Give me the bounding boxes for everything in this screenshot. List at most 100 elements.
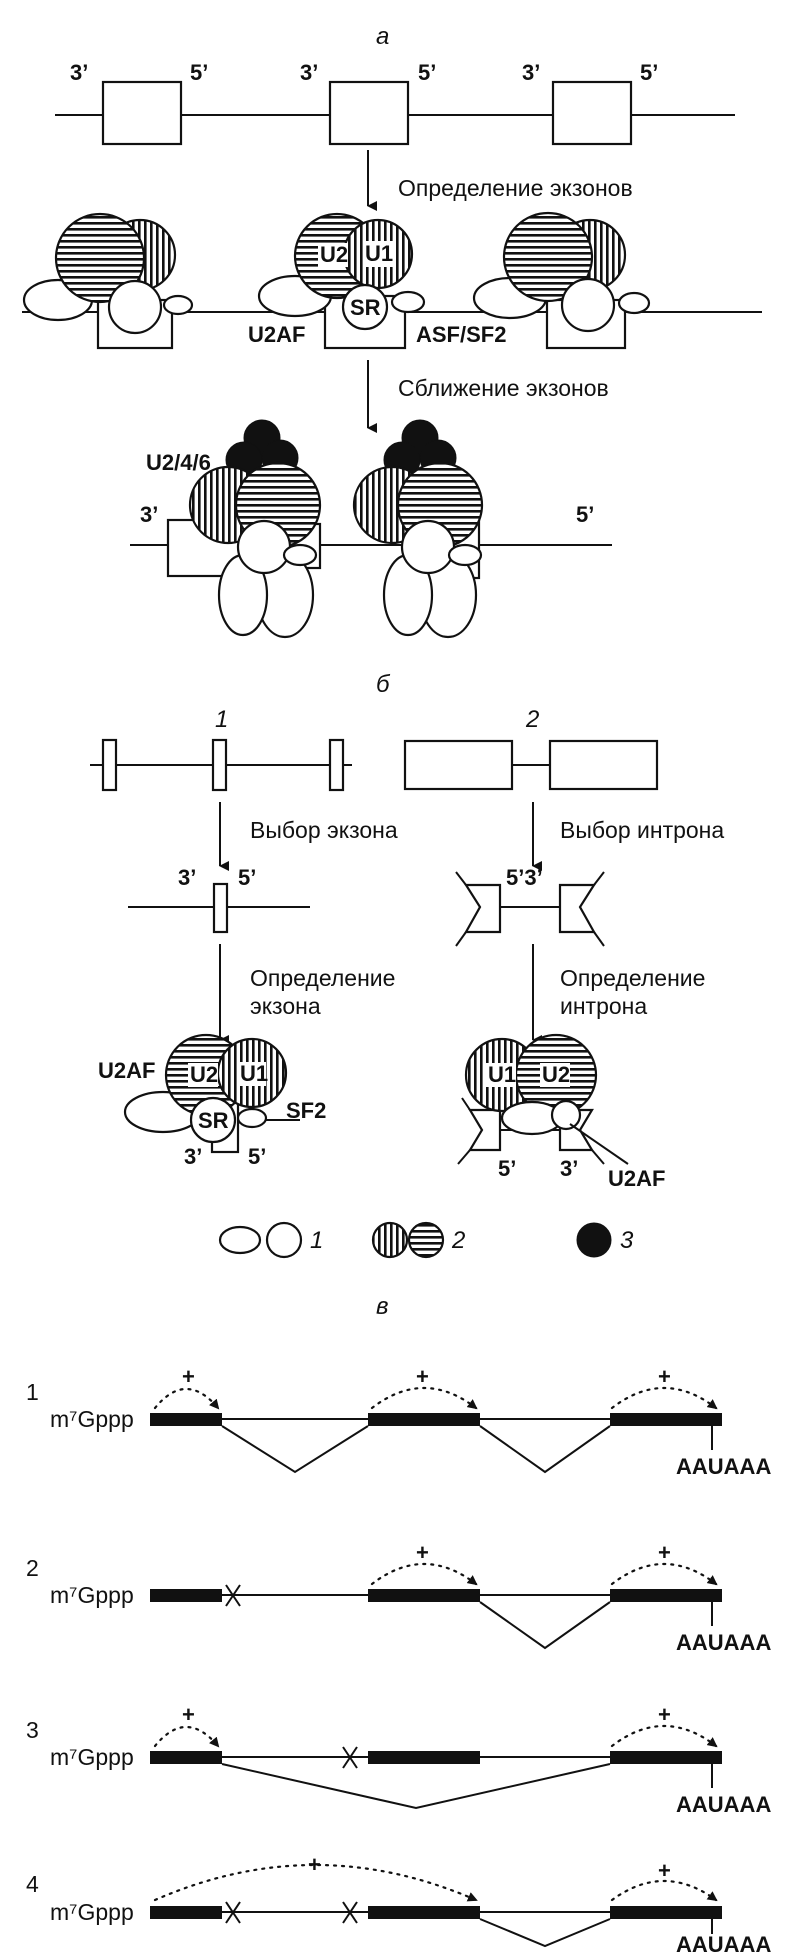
u2af-label: U2AF [248,322,305,347]
end-5-label: 5’ [640,60,658,85]
plus-sign: + [182,1364,195,1389]
polya-signal-label: AAUAAA [676,1454,771,1479]
polya-signal-label: AAUAAA [676,1630,771,1655]
legend-2-label: 2 [451,1227,465,1254]
blocked-site-x [225,1584,241,1607]
u2-label: U2 [542,1062,570,1087]
legend-black-circle [576,1222,612,1258]
end-3-label: 3’ [70,60,88,85]
end-3-label: 3’ [178,865,196,890]
end-5-label: 5’ [248,1144,266,1169]
case-1-complex: U2 U1 SR U2AF SF2 3’ 5’ [98,1033,326,1169]
end-3-label: 3’ [560,1156,578,1181]
u2af-label: U2AF [608,1166,665,1191]
cap-label: m⁷Gppp [50,1899,134,1925]
splicing-row-2: 2 m⁷Gppp + + AAUAAA [26,1540,771,1655]
panel-b-label: б [376,671,391,698]
legend-horizontal-stripes [407,1221,445,1259]
end-3-label: 3’ [522,60,540,85]
asf-sf2-label: ASF/SF2 [416,322,506,347]
intron-definition-label-1: Определение [560,965,705,991]
intron-choice-label: Выбор интрона [560,817,724,843]
panel-a: а 3’ 5’ 3’ 5’ 3’ 5’ Определение экзонов [22,23,762,639]
end-5-label: 5’ [190,60,208,85]
plus-sign: + [308,1852,321,1877]
blocked-site-x [342,1901,358,1924]
plus-sign: + [182,1702,195,1727]
exon-box [551,80,633,146]
exon-box [328,80,410,146]
legend-vertical-stripes [371,1221,409,1259]
panel-b: б 1 2 Выбор экзона 3’ 5’ Определение экз… [90,671,724,1259]
exon-box [101,80,183,146]
sf2-label: SF2 [286,1098,326,1123]
legend-oval-symbol [218,1225,262,1255]
row-number: 1 [26,1379,39,1405]
intron-definition-label-2: интрона [560,993,647,1019]
end-5-3-label: 5’3’ [506,865,543,890]
splicing-row-3: 3 m⁷Gppp + + AAUAAA [26,1702,771,1817]
case-2-number: 2 [525,706,539,733]
end-3-label: 3’ [140,502,158,527]
case-2-intron: 5’3’ [455,865,605,947]
exon-definition-label-1: Определение [250,965,395,991]
case-2-complex: U1 U2 U2AF 5’ 3’ [457,1033,665,1191]
row-number: 4 [26,1871,39,1897]
end-3-label: 3’ [300,60,318,85]
u2-label: U2 [320,242,348,267]
u1-label: U1 [488,1062,516,1087]
row-number: 3 [26,1717,39,1743]
end-3-label: 3’ [184,1144,202,1169]
splicing-row-1: 1 m⁷Gppp + + + AAUAAA [26,1364,771,1479]
u1-label: U1 [240,1061,268,1086]
sr-label: SR [198,1108,229,1133]
step-exon-juxtaposition: Сближение экзонов [398,375,609,401]
sr-label: SR [350,295,381,320]
panel-c-label: в [376,1293,389,1320]
row-number: 2 [26,1555,39,1581]
end-5-label: 5’ [498,1156,516,1181]
legend: 1 2 3 [218,1221,634,1259]
plus-sign: + [416,1540,429,1565]
cap-label: m⁷Gppp [50,1406,134,1432]
plus-sign: + [416,1364,429,1389]
u1-label: U1 [365,241,393,266]
u2-label: U2 [190,1062,218,1087]
end-5-label: 5’ [418,60,436,85]
u2-4-6-label: U2/4/6 [146,450,211,475]
pre-mrna-top: 3’ 5’ 3’ 5’ 3’ 5’ [55,60,735,146]
legend-3-label: 3 [620,1227,634,1254]
exon-definition-label-2: экзона [250,993,321,1019]
cap-label: m⁷Gppp [50,1582,134,1608]
plus-sign: + [658,1858,671,1883]
cap-label: m⁷Gppp [50,1744,134,1770]
polya-signal-label: AAUAAA [676,1792,771,1817]
plus-sign: + [658,1540,671,1565]
plus-sign: + [658,1702,671,1727]
spliceosome-left [188,419,322,639]
exon-complex-left [22,212,194,350]
case-2-gene [403,739,659,791]
exon-juxtaposition: 3’ 5’ U2/4/6 [130,419,612,639]
spliceosome-right [352,419,484,639]
step-exon-definition: Определение экзонов [398,175,633,201]
end-5-label: 5’ [576,502,594,527]
polya-signal-label: AAUAAA [676,1932,771,1956]
end-5-label: 5’ [238,865,256,890]
exon-definition-row: U2 U1 SR U2AF ASF/SF2 [22,211,762,350]
blocked-site-x [342,1746,358,1769]
blocked-site-x [225,1901,241,1924]
case-1-gene [90,738,352,792]
panel-a-label: а [376,23,389,50]
splicing-row-4: 4 m⁷Gppp + + AAUAAA [26,1852,771,1956]
legend-1-label: 1 [310,1227,323,1254]
plus-sign: + [658,1364,671,1389]
exon-complex-middle: U2 U1 SR U2AF ASF/SF2 [248,212,506,350]
sr-protein [341,283,389,331]
case-1-exon: 3’ 5’ [128,865,310,934]
exon-complex-right [472,211,651,350]
u2af-label: U2AF [98,1058,155,1083]
exon-choice-label: Выбор экзона [250,817,398,843]
panel-c: в 1 m⁷Gppp + + + AAUAAA 2 m⁷Gppp [26,1293,771,1956]
case-1-number: 1 [215,706,228,733]
